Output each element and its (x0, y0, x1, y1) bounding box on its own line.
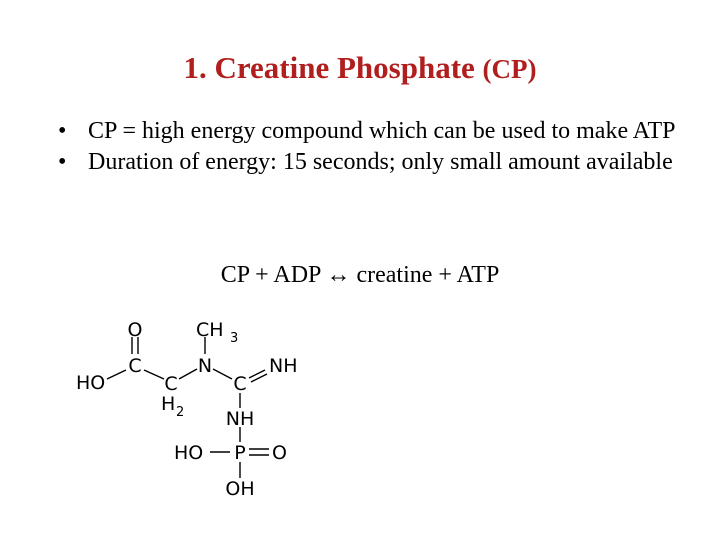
reaction-equation: CP + ADP ↔ creatine + ATP (220, 262, 500, 288)
atom-c-methylene: C (164, 373, 177, 395)
bond-n-c (212, 368, 233, 380)
atom-oh-bottom: OH (225, 478, 254, 500)
atom-ch3-subscript: 3 (230, 331, 238, 346)
bond-c-ch2 (143, 369, 165, 380)
creatine-phosphate-structure: O CH 3 HO C C H 2 N C NH NH HO P O OH (76, 319, 298, 500)
title-suffix: (CP) (482, 54, 537, 84)
title-main: 1. Creatine Phosphate (183, 50, 475, 85)
bullet-marker: • (58, 149, 67, 175)
bullet-item: • Duration of energy: 15 seconds; only s… (58, 147, 678, 178)
atom-nh-top: NH (269, 355, 298, 377)
atom-c-guanidino: C (233, 373, 246, 395)
bond-c-nh-double-b (250, 373, 268, 383)
bond-c-nh-double-a (248, 369, 266, 379)
atom-nh-bottom: NH (226, 408, 255, 430)
atom-o-phosphate: O (272, 442, 287, 464)
atom-ho-left: HO (76, 372, 105, 394)
bullet-text: CP = high energy compound which can be u… (88, 118, 676, 144)
bullet-item: • CP = high energy compound which can be… (58, 116, 678, 147)
atom-c-carboxyl: C (128, 355, 141, 377)
bond-ho-c (106, 369, 127, 380)
bullet-list: • CP = high energy compound which can be… (58, 116, 678, 178)
atom-p: P (234, 442, 245, 464)
bullet-marker: • (58, 118, 67, 144)
atom-n-center: N (198, 355, 212, 377)
slide-title: 1. Creatine Phosphate (CP) (0, 48, 720, 89)
bullet-text: Duration of energy: 15 seconds; only sma… (88, 149, 673, 175)
atom-h2-subscript: 2 (176, 405, 184, 420)
bond-ch2-n (178, 368, 198, 380)
atom-ch3: CH (196, 319, 224, 341)
atom-o-top: O (128, 319, 143, 341)
atom-ho-phosphate: HO (174, 442, 203, 464)
atom-h2: H (161, 393, 175, 415)
